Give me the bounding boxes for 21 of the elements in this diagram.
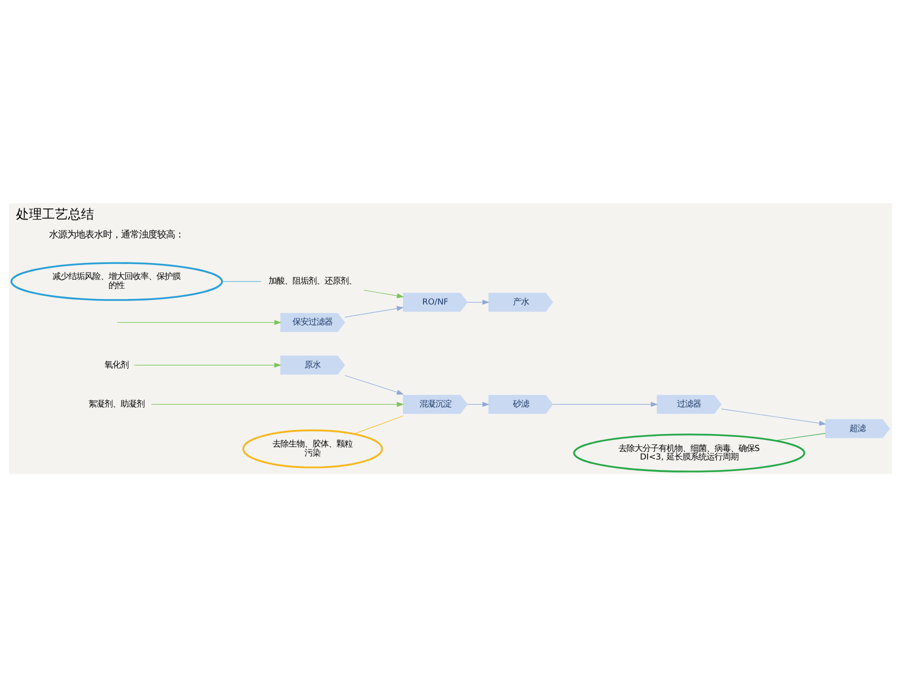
connector: [353, 415, 403, 434]
node-ellipse: 去除大分子有机物、细菌、病毒、确保SDI<3, 延长膜系统运行周期: [572, 433, 805, 472]
arrow: [363, 289, 404, 298]
node-text: 氧化剂: [104, 358, 128, 369]
arrow: [552, 401, 658, 406]
node-text: 加酸、阻垢剂、还原剂、: [268, 275, 356, 286]
connector: [774, 432, 826, 440]
arrow: [133, 362, 281, 368]
arrow: [150, 401, 404, 406]
arrow: [344, 374, 404, 394]
arrow: [720, 408, 826, 426]
node-text: 絮凝剂、助凝剂: [88, 398, 144, 408]
arrow: [344, 306, 404, 317]
connector: [221, 280, 262, 282]
diagram-title: 处理工艺总结: [15, 206, 94, 222]
arrow: [466, 401, 490, 406]
arrow: [116, 319, 281, 324]
node-ellipse: 减少结垢风险、增大回收率、保护膜的性: [10, 262, 222, 300]
arrow: [466, 299, 490, 304]
label: 水源为地表水时，通常浊度较高：: [48, 228, 184, 240]
node-ellipse: 去除生物、胶体、颗粒污染: [242, 428, 382, 468]
